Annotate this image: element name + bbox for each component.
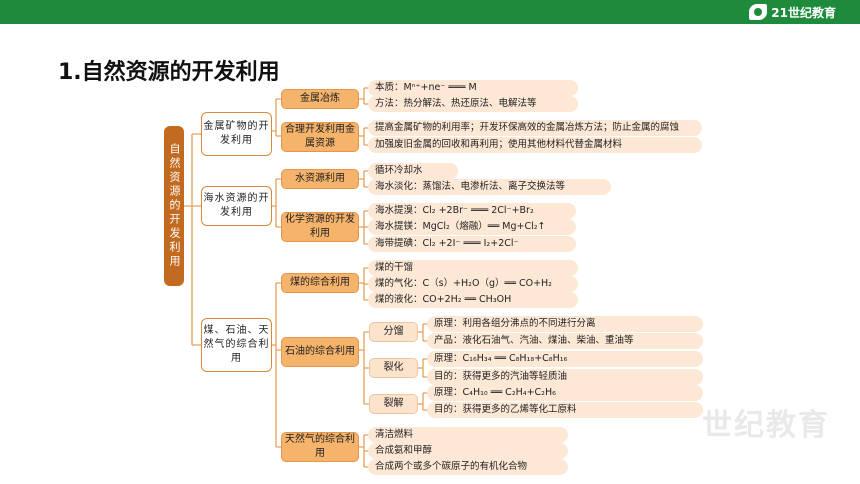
leaf-desalination: 海水淡化：蒸馏法、电渗析法、离子交换法等 bbox=[368, 179, 611, 195]
node-fractionation: 分馏 bbox=[369, 322, 418, 342]
node-reasonable-use: 合理开发利用金属资源 bbox=[281, 122, 359, 152]
node-seawater-resources: 海水资源的开发利用 bbox=[201, 186, 272, 226]
leaf-cooling-water: 循环冷却水 bbox=[368, 163, 458, 179]
leaf-bromine: 海水提溴：Cl₂ +2Br⁻ ═══ 2Cl⁻+Br₂ bbox=[368, 203, 576, 219]
node-gas-use: 天然气的综合利用 bbox=[281, 432, 359, 462]
leaf-magnesium: 海水提镁：MgCl₂（熔融）══ Mg+Cl₂↑ bbox=[368, 219, 576, 235]
logo-text: 21世纪教育 bbox=[771, 5, 836, 20]
node-oil-use: 石油的综合利用 bbox=[281, 337, 359, 367]
node-metal-minerals: 金属矿物的开发利用 bbox=[201, 112, 272, 156]
leaf-cracking-purpose: 目的：获得更多的汽油等轻质油 bbox=[427, 369, 703, 385]
leaf-methods: 方法：热分解法、热还原法、电解法等 bbox=[368, 96, 578, 112]
leaf-iodine: 海带提碘：Cl₂ +2I⁻ ═══ I₂+2Cl⁻ bbox=[368, 236, 576, 252]
node-fossil-fuels: 煤、石油、天然气的综合利用 bbox=[201, 318, 272, 372]
node-chemical-resources: 化学资源的开发利用 bbox=[281, 212, 359, 242]
leaf-splitting-purpose: 目的：获得更多的乙烯等化工原料 bbox=[427, 402, 703, 418]
node-cracking: 裂化 bbox=[369, 358, 418, 378]
leaf-improve-utilization: 提高金属矿物的利用率；开发环保高效的金属冶炼方法；防止金属的腐蚀 bbox=[368, 120, 702, 136]
leaf-essence: 本质：Mⁿ⁺+ne⁻ ═══ M bbox=[368, 80, 578, 96]
leaf-fractionation-principle: 原理：利用各组分沸点的不同进行分离 bbox=[427, 316, 703, 332]
leaf-organic-compounds: 合成两个或多个碳原子的有机化合物 bbox=[368, 459, 568, 475]
header-bar: 21世纪教育 bbox=[0, 0, 860, 24]
logo-icon bbox=[749, 4, 768, 20]
leaf-fractionation-products: 产品：液化石油气、汽油、煤油、柴油、重油等 bbox=[427, 333, 703, 349]
leaf-coal-liquefaction: 煤的液化：CO+2H₂ ══ CH₃OH bbox=[368, 292, 578, 308]
watermark: 世纪教育 bbox=[702, 408, 830, 443]
node-water-use: 水资源利用 bbox=[281, 169, 359, 189]
brand-logo: 21世纪教育 bbox=[749, 2, 836, 22]
leaf-ammonia-methanol: 合成氨和甲醇 bbox=[368, 443, 568, 459]
node-splitting: 裂解 bbox=[369, 394, 418, 414]
node-metal-smelting: 金属冶炼 bbox=[281, 89, 359, 109]
node-coal-use: 煤的综合利用 bbox=[281, 273, 359, 293]
root-node: 自然资源的开发利用 bbox=[164, 126, 184, 286]
leaf-clean-fuel: 清洁燃料 bbox=[368, 427, 568, 443]
leaf-splitting-principle: 原理：C₄H₁₀ ══ C₂H₄+C₂H₆ bbox=[427, 385, 703, 401]
leaf-coal-distillation: 煤的干馏 bbox=[368, 260, 578, 276]
leaf-recycling: 加强废旧金属的回收和再利用；使用其他材料代替金属材料 bbox=[368, 137, 702, 153]
leaf-coal-gasification: 煤的气化：C（s）+H₂O（g）══ CO+H₂ bbox=[368, 276, 578, 292]
page-title: 1.自然资源的开发利用 bbox=[58, 60, 280, 85]
leaf-cracking-principle: 原理：C₁₆H₃₄ ══ C₈H₁₈+C₈H₁₆ bbox=[427, 351, 703, 367]
